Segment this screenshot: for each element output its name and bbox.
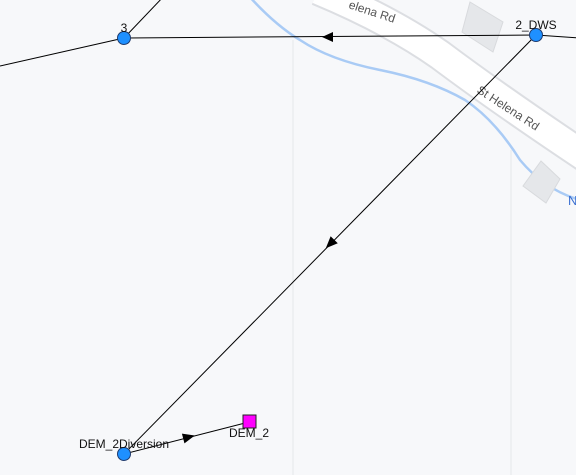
node-dem-2diversion[interactable] [117, 447, 131, 461]
node-label-dem-2diversion: DEM_2Diversion [79, 437, 169, 451]
link-to-3-west[interactable] [0, 37, 125, 67]
flow-arrow-icon [322, 32, 333, 42]
building [522, 160, 561, 204]
node-label-2-dws: 2_DWS [515, 18, 556, 32]
node-3[interactable] [117, 31, 131, 45]
water-label: N [568, 193, 576, 208]
demand-node-dem-2[interactable] [242, 414, 257, 429]
link-to-3-north[interactable] [123, 0, 165, 39]
road-st-helena [311, 0, 576, 170]
building [461, 1, 504, 53]
node-label-3: 3 [121, 21, 128, 35]
flow-arrow-icon [325, 236, 338, 249]
flow-arrow-icon [181, 433, 195, 444]
node-2-dws[interactable] [529, 28, 543, 42]
node-label-dem-2: DEM_2 [229, 426, 269, 440]
river [250, 0, 576, 201]
link-2dws-east[interactable] [535, 34, 576, 39]
